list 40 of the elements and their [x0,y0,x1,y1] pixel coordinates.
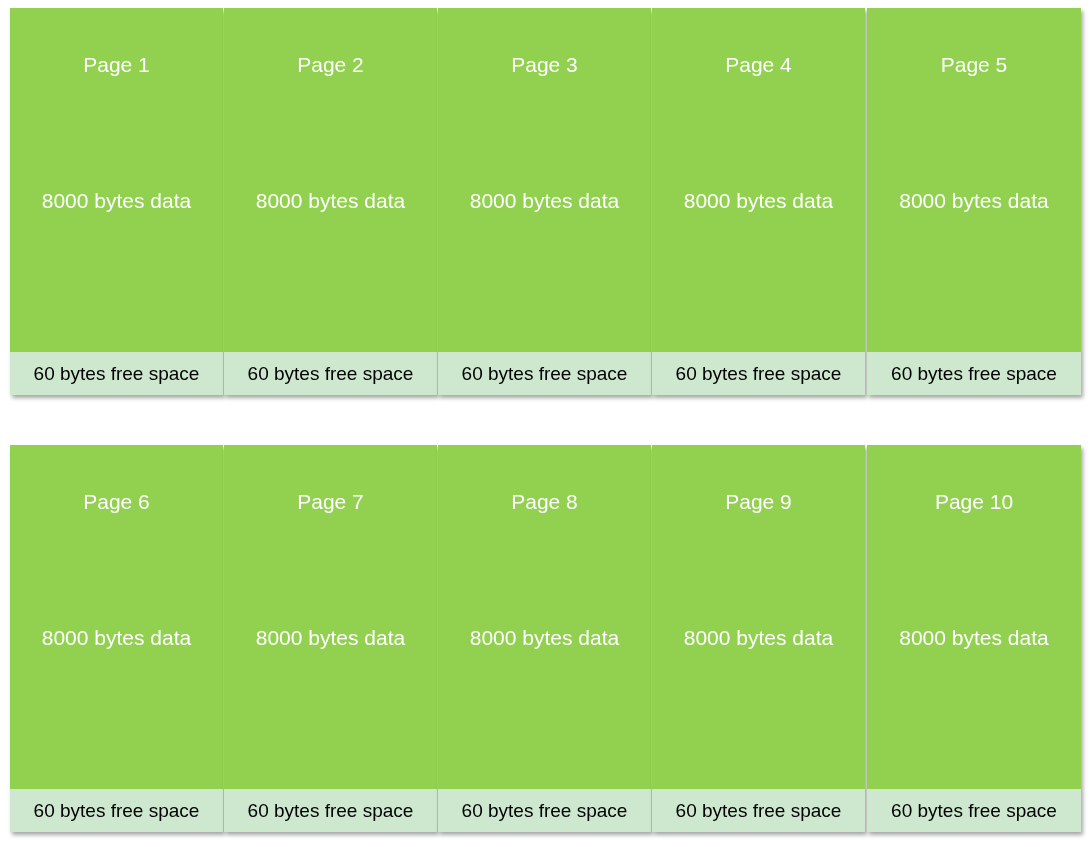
data-size-label: 8000 bytes data [683,188,834,214]
free-space-band: 60 bytes free space [224,352,437,395]
page-title: Page 4 [725,52,792,78]
page-block [867,8,1081,395]
page-title: Page 3 [511,52,578,78]
page-title: Page 7 [297,489,364,515]
page-block [438,8,651,395]
data-size-label: 8000 bytes data [469,188,620,214]
data-size-label: 8000 bytes data [41,188,192,214]
data-size-label: 8000 bytes data [899,625,1049,651]
page-title: Page 10 [934,489,1014,515]
page-block [10,445,223,832]
data-size-label: 8000 bytes data [255,625,406,651]
page-block [867,445,1081,832]
free-space-band: 60 bytes free space [652,789,865,832]
page-title: Page 6 [83,489,150,515]
page-block [10,8,223,395]
page-title: Page 1 [83,52,150,78]
free-space-band: 60 bytes free space [867,789,1081,832]
free-space-band: 60 bytes free space [10,789,223,832]
data-size-label: 8000 bytes data [41,625,192,651]
page-title: Page 5 [940,52,1008,78]
free-space-band: 60 bytes free space [10,352,223,395]
data-size-label: 8000 bytes data [899,188,1049,214]
page-block [652,8,865,395]
page-title: Page 2 [297,52,364,78]
data-size-label: 8000 bytes data [255,188,406,214]
free-space-band: 60 bytes free space [438,789,651,832]
page-block [224,8,437,395]
free-space-band: 60 bytes free space [652,352,865,395]
page-block [438,445,651,832]
page-block [652,445,865,832]
page-title: Page 8 [511,489,578,515]
free-space-band: 60 bytes free space [867,352,1081,395]
data-size-label: 8000 bytes data [469,625,620,651]
free-space-band: 60 bytes free space [438,352,651,395]
page-title: Page 9 [725,489,792,515]
data-size-label: 8000 bytes data [683,625,834,651]
free-space-band: 60 bytes free space [224,789,437,832]
page-block [224,445,437,832]
